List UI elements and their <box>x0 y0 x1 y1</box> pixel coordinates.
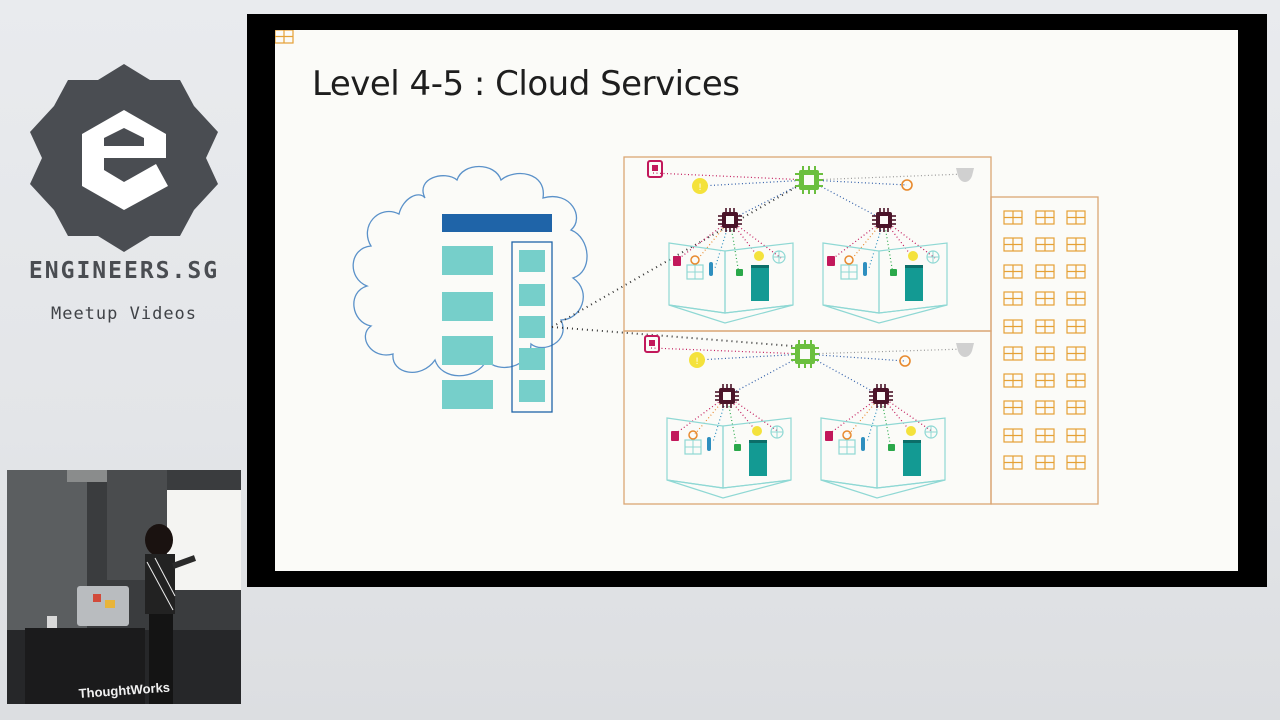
light-bulb-icon <box>901 179 913 191</box>
slide-title: Level 4-5 : Cloud Services <box>312 64 740 104</box>
brand-subtitle: Meetup Videos <box>50 304 198 324</box>
security-camera-icon <box>956 343 974 357</box>
smoke-alarm-icon <box>644 335 660 353</box>
warning-light-icon <box>692 178 708 194</box>
speaker-camera-feed: ThoughtWorks <box>7 470 241 704</box>
room-controller-chip-icon <box>871 207 897 233</box>
cloud-table-header <box>442 214 552 232</box>
svg-text:!: ! <box>695 357 699 367</box>
security-camera-icon <box>956 168 974 182</box>
room-controller-chip-icon <box>868 383 894 409</box>
cloud-connections <box>551 181 806 348</box>
warning-light-icon <box>689 352 705 368</box>
camera-scene: ThoughtWorks <box>7 470 241 704</box>
engineers-sg-logo-icon <box>30 64 218 252</box>
cloud-table-rows <box>442 246 545 409</box>
gateway-chip-icon <box>790 339 820 369</box>
svg-text:!: ! <box>698 183 702 193</box>
brand-panel: ENGINEERS.SG Meetup Videos <box>0 0 248 460</box>
room-controller-chip-icon <box>717 207 743 233</box>
smoke-alarm-icon <box>647 160 663 178</box>
building-windows <box>275 30 1086 470</box>
floor-2: ! <box>644 335 974 499</box>
laptop-brand-text: ThoughtWorks <box>78 680 170 701</box>
building <box>623 156 1099 505</box>
brand-name: ENGINEERS.SG <box>28 258 220 284</box>
room-controller-chip-icon <box>714 383 740 409</box>
presentation-slide: Level 4-5 : Cloud Services <box>275 30 1238 571</box>
iot-architecture-diagram: ! <box>275 30 1099 505</box>
gateway-chip-icon <box>794 165 824 195</box>
light-bulb-icon <box>899 355 911 367</box>
floor-1: ! <box>647 160 974 324</box>
